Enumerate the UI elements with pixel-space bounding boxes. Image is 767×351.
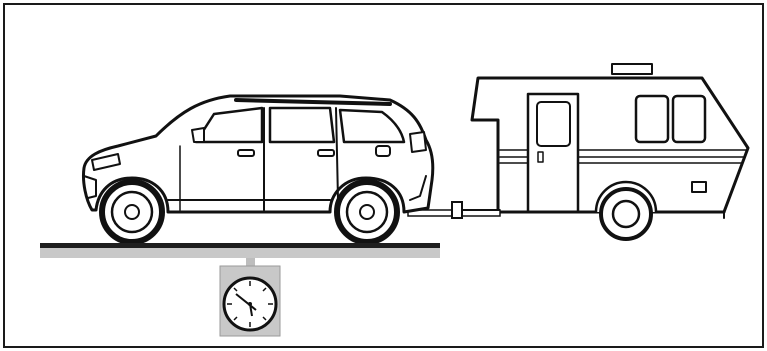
platform-top [40,243,440,248]
travel-trailer-icon [470,63,750,219]
suv-icon [82,94,435,214]
scale-gauge-icon [219,265,281,337]
headlight [91,153,121,171]
door-handle [237,149,255,157]
gauge-needle [249,303,253,317]
gauge-pipe [246,258,255,267]
roof-vent [611,63,653,75]
rear-quarter-window [338,108,406,144]
gauge-pivot [248,302,252,306]
fuel-door [375,145,391,157]
rear-bumper [409,175,427,201]
front-wheel-icon [99,179,165,245]
door-window [536,101,571,147]
door-seam [335,107,339,201]
side-mirror [191,127,205,143]
rear-wheel-icon [334,179,400,245]
scale-platform-icon [40,243,440,267]
roof-rail [234,98,392,106]
gauge-needle [235,293,257,311]
tail-light [409,131,427,153]
hitch-ball-mount [451,201,463,219]
rear-door-window [268,106,336,144]
trailer-window [671,94,707,144]
hitch-icon [407,201,501,219]
door-handle [537,151,544,163]
trailer-window [634,94,670,144]
front-bumper [83,175,97,199]
gauge-ticks [227,281,273,327]
platform-base [40,248,440,258]
utility-hatch [691,181,707,193]
front-window [194,106,264,144]
door-handle [317,149,335,157]
trailer-wheel-icon [599,187,653,241]
